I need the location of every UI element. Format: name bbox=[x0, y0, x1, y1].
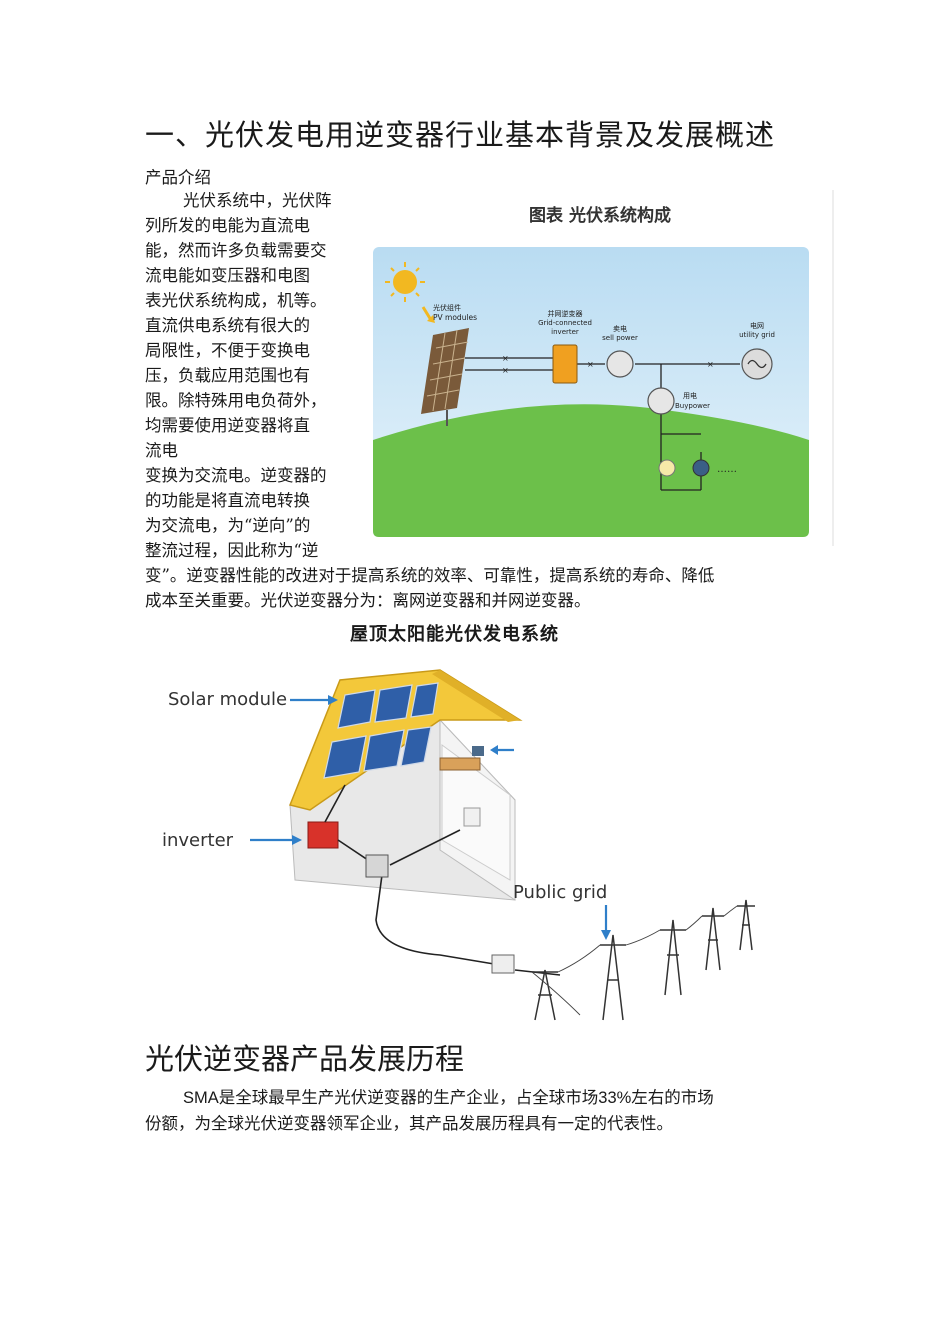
text-line: 为交流电，为“逆向”的 bbox=[145, 516, 311, 535]
text-line: 均需要使用逆变器将直 bbox=[145, 416, 310, 435]
inverter-label-cn: 并网逆变器 bbox=[548, 309, 583, 318]
grid-label-cn: 电网 bbox=[750, 321, 764, 330]
text-line: 光伏系统中，光伏阵 bbox=[183, 191, 332, 210]
desk-icon bbox=[439, 757, 481, 771]
page-heading: 一、光伏发电用逆变器行业基本背景及发展概述 bbox=[145, 118, 776, 152]
arrow-icon bbox=[250, 695, 611, 940]
text-line: 限。除特殊用电负荷外， bbox=[145, 391, 327, 410]
text-fragment: 左右的市场 bbox=[631, 1088, 714, 1107]
meter-box-icon bbox=[365, 854, 389, 878]
arrow-icon bbox=[421, 306, 435, 323]
buy-meter-icon bbox=[647, 387, 675, 415]
inverter-label-en1: Grid-connected bbox=[538, 319, 592, 327]
market-share: 33% bbox=[598, 1089, 632, 1107]
socket-icon bbox=[463, 807, 481, 827]
grid-label-en: utility grid bbox=[739, 331, 775, 339]
svg-text:×: × bbox=[502, 354, 509, 363]
buy-label-en: Buypower bbox=[675, 402, 710, 410]
text-line: 列所发的电能为直流电 bbox=[145, 216, 310, 235]
company-name: SMA bbox=[183, 1089, 219, 1107]
text-line: 能，然而许多负载需要交 bbox=[145, 241, 327, 260]
computer-icon bbox=[472, 746, 484, 756]
solar-module-label: Solar module bbox=[168, 689, 287, 710]
pv-system-figure: 图表 光伏系统构成 光伏组件 PV modules bbox=[365, 190, 835, 546]
text-line: 整流过程，因此称为“逆 bbox=[145, 541, 319, 560]
grid-meter-icon bbox=[491, 954, 515, 974]
more-loads: …… bbox=[717, 464, 737, 475]
continued-paragraph: 变”。逆变器性能的改进对于提高系统的效率、可靠性，提高系统的寿命、降低 成本至关… bbox=[145, 563, 714, 613]
svg-text:×: × bbox=[502, 366, 509, 375]
text-line: 份额，为全球光伏逆变器领军企业，其产品发展历程具有一定的代表性。 bbox=[145, 1114, 673, 1133]
grass-hill bbox=[373, 404, 809, 537]
grid-inverter-icon bbox=[552, 344, 578, 384]
public-grid-label: Public grid bbox=[513, 882, 607, 903]
sell-label-en: sell power bbox=[602, 334, 638, 342]
sma-paragraph: SMA是全球最早生产光伏逆变器的生产企业，占全球市场33%左右的市场 份额，为全… bbox=[145, 1085, 714, 1137]
sun-icon bbox=[385, 262, 425, 302]
bulb-icon bbox=[658, 459, 676, 477]
sell-meter-icon bbox=[606, 350, 634, 378]
text-line: 流电能如变压器和电图 bbox=[145, 266, 310, 285]
text-line: 流电 bbox=[145, 441, 178, 460]
sell-label-cn: 卖电 bbox=[613, 324, 627, 333]
pv-label-en: PV modules bbox=[433, 313, 477, 322]
section-heading: 光伏逆变器产品发展历程 bbox=[145, 1042, 465, 1076]
text-fragment: 是全球最早生产光伏逆变器的生产企业，占全球市场 bbox=[218, 1088, 599, 1107]
pv-panel-icon bbox=[421, 328, 469, 426]
solar-panel-array bbox=[323, 682, 439, 779]
house-inverter-icon bbox=[307, 821, 339, 849]
text-line: 局限性，不便于变换电 bbox=[145, 341, 310, 360]
figure1-title: 图表 光伏系统构成 bbox=[529, 205, 671, 226]
text-line: 直流供电系统有很大的 bbox=[145, 316, 310, 335]
buy-label-cn: 用电 bbox=[683, 391, 697, 400]
inverter-label-en2: inverter bbox=[551, 328, 579, 336]
text-line: 变”。逆变器性能的改进对于提高系统的效率、可靠性，提高系统的寿命、降低 bbox=[145, 566, 715, 585]
pv-label-cn: 光伏组件 bbox=[433, 303, 461, 312]
inverter-label: inverter bbox=[162, 830, 234, 851]
text-line: 表光伏系统构成，机等。 bbox=[145, 291, 327, 310]
text-line: 压，负载应用范围也有 bbox=[145, 366, 310, 385]
power-tower-icon bbox=[532, 899, 755, 1021]
text-line: 成本至关重要。光伏逆变器分为：离网逆变器和并网逆变器。 bbox=[145, 591, 591, 610]
svg-text:×: × bbox=[587, 360, 594, 369]
rooftop-pv-figure: Solar module inverter Public grid bbox=[162, 669, 755, 1021]
text-line: 变换为交流电。逆变器的 bbox=[145, 466, 327, 485]
intro-paragraph: 光伏系统中，光伏阵 列所发的电能为直流电 能，然而许多负载需要交 流电能如变压器… bbox=[145, 188, 353, 563]
text-line: 的功能是将直流电转换 bbox=[145, 491, 310, 510]
subheading: 产品介绍 bbox=[145, 168, 211, 187]
appliance-icon bbox=[692, 459, 710, 477]
svg-text:×: × bbox=[707, 360, 714, 369]
figure2-title: 屋顶太阳能光伏发电系统 bbox=[350, 624, 559, 645]
